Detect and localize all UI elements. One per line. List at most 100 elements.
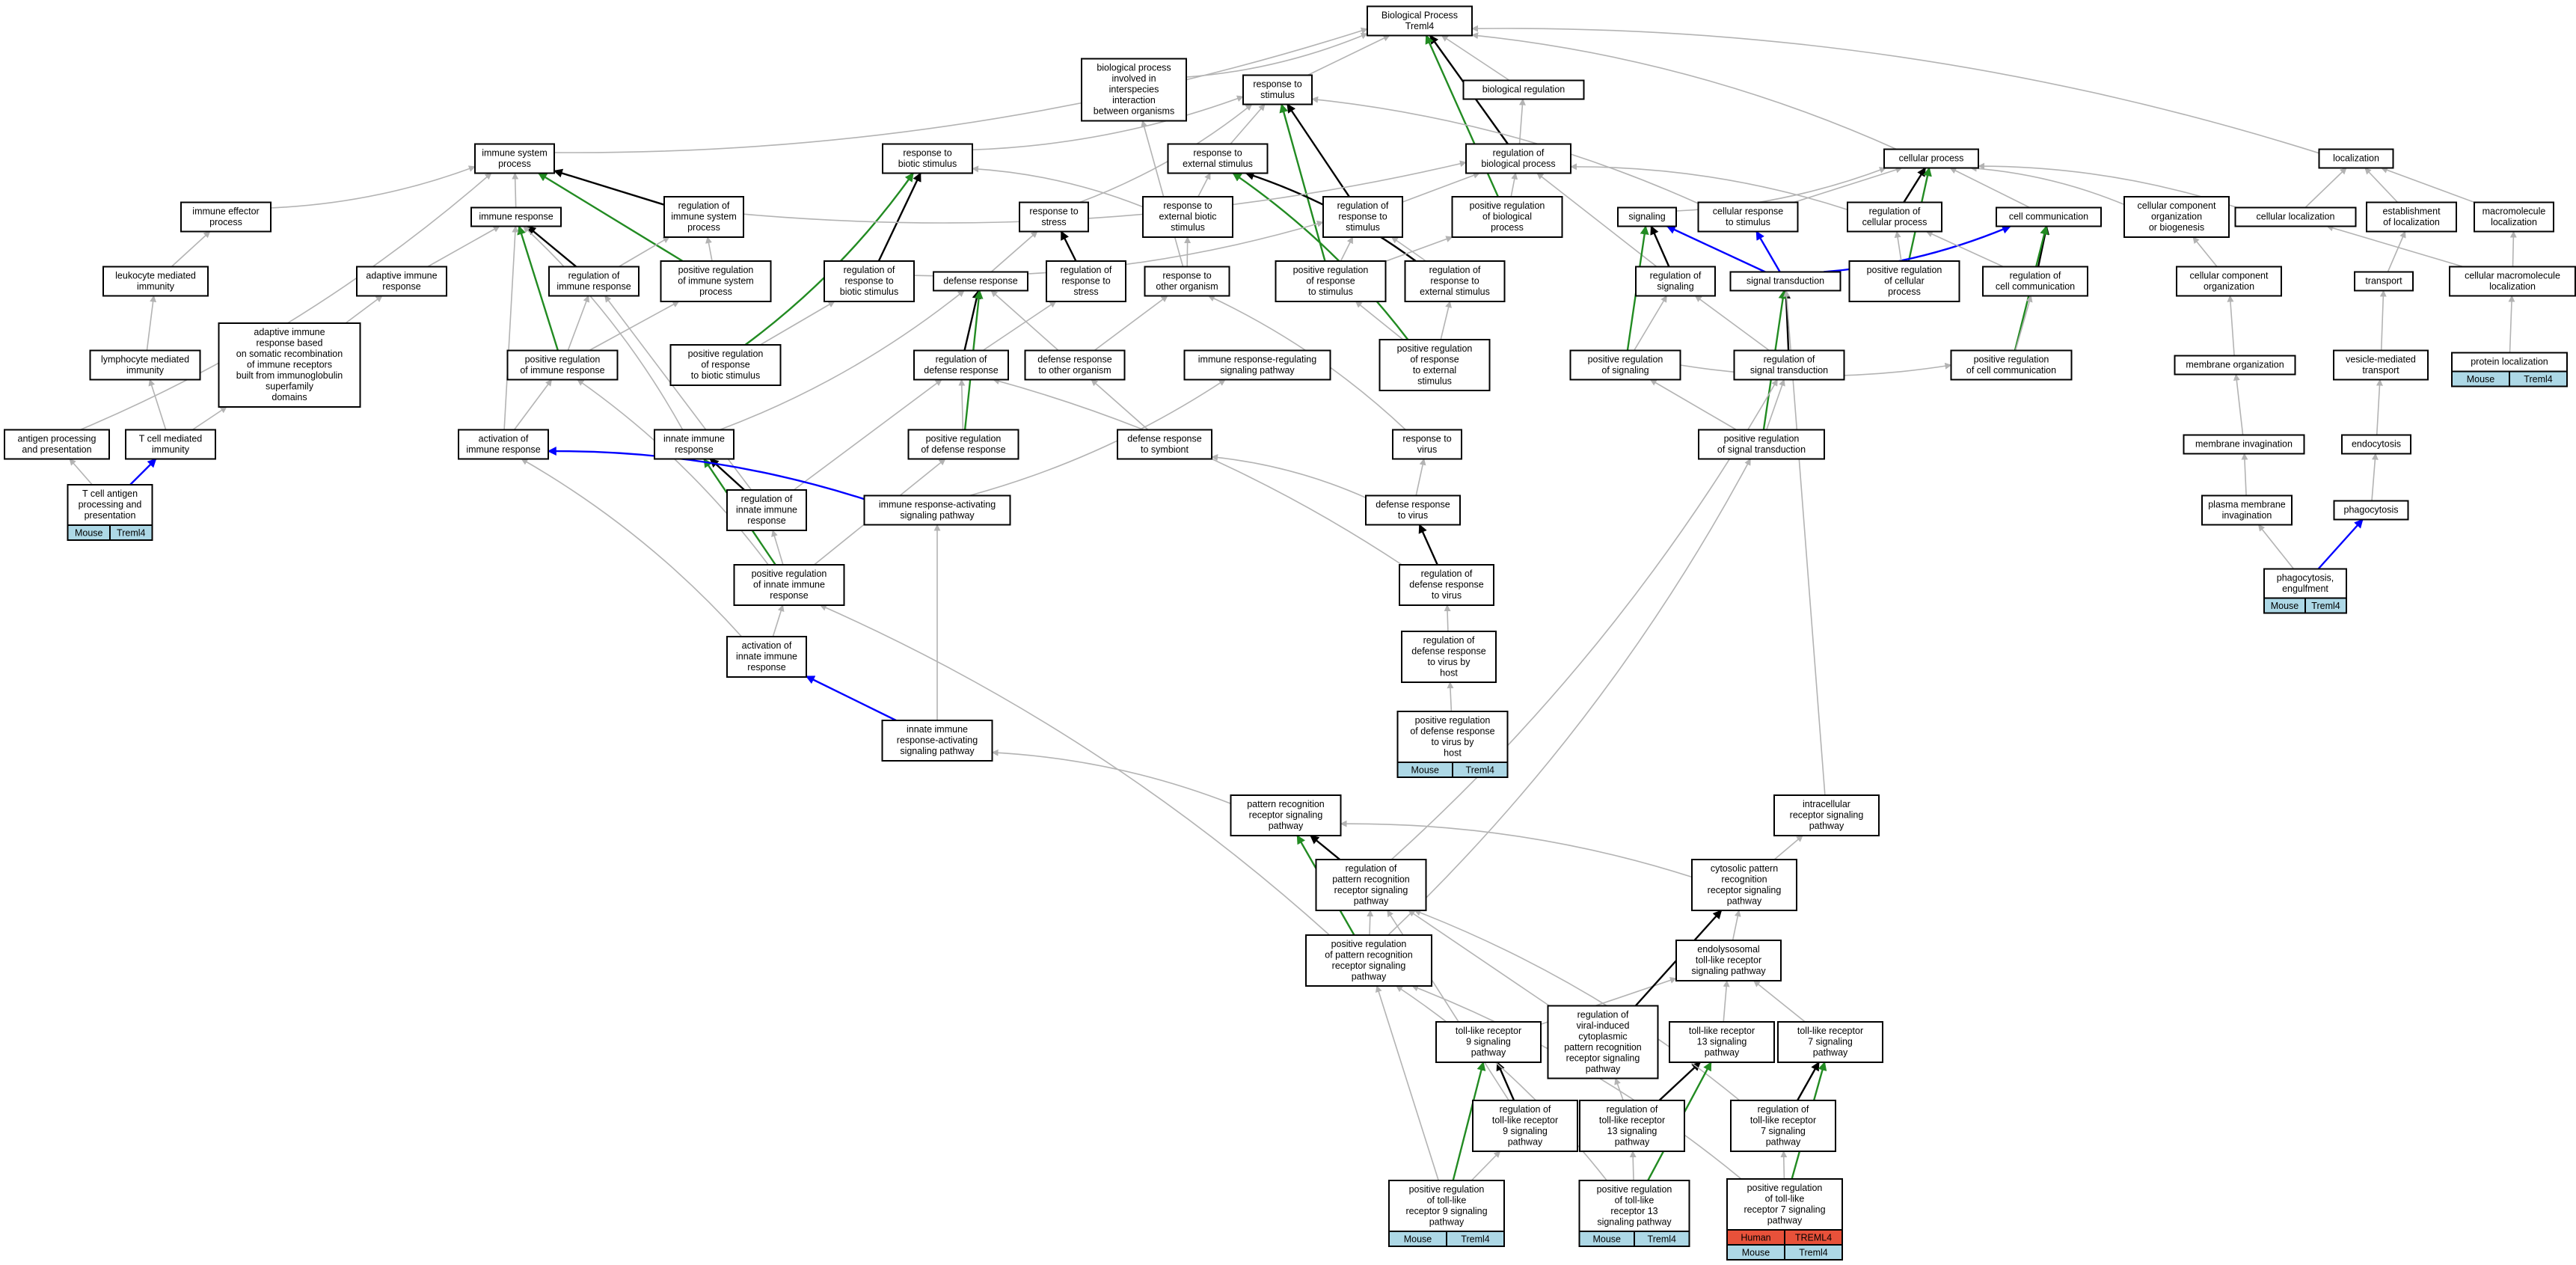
node-box bbox=[1081, 58, 1187, 122]
go-term-node-cc[interactable]: cell communication bbox=[1996, 206, 2102, 227]
go-term-node-mo[interactable]: membrane organization bbox=[2174, 355, 2296, 376]
go-term-node-sig[interactable]: signaling bbox=[1617, 206, 1677, 227]
go-term-node-transport[interactable]: transport bbox=[2354, 271, 2414, 292]
go-term-node-iirasp[interactable]: innate immuneresponse-activatingsignalin… bbox=[881, 720, 993, 762]
go-term-node-ir[interactable]: immune response bbox=[470, 206, 562, 227]
edge-part-of-irasp-to-aoir bbox=[547, 447, 865, 500]
go-term-node-loc[interactable]: localization bbox=[2318, 148, 2394, 169]
node-label-line: toll-like receptor bbox=[1696, 955, 1761, 966]
go-term-node-rovicp[interactable]: regulation ofviral-inducedcytoplasmicpat… bbox=[1547, 1005, 1659, 1079]
go-term-node-breg[interactable]: biological regulation bbox=[1462, 79, 1585, 100]
edge-is-a-mo-to-cco bbox=[2227, 295, 2235, 356]
go-term-node-mi[interactable]: membrane invagination bbox=[2183, 434, 2305, 455]
go-term-node-endo[interactable]: endocytosis bbox=[2341, 434, 2411, 455]
go-term-node-dr[interactable]: defense response bbox=[933, 271, 1028, 292]
go-term-node-st[interactable]: signal transduction bbox=[1729, 271, 1841, 292]
go-term-node-cloc[interactable]: cellular localization bbox=[2234, 206, 2357, 227]
go-term-node-phago[interactable]: phagocytosis bbox=[2333, 500, 2409, 521]
annotation-gene-label: Treml4 bbox=[2311, 601, 2340, 611]
go-term-node-cp[interactable]: cellular process bbox=[1883, 148, 1979, 169]
